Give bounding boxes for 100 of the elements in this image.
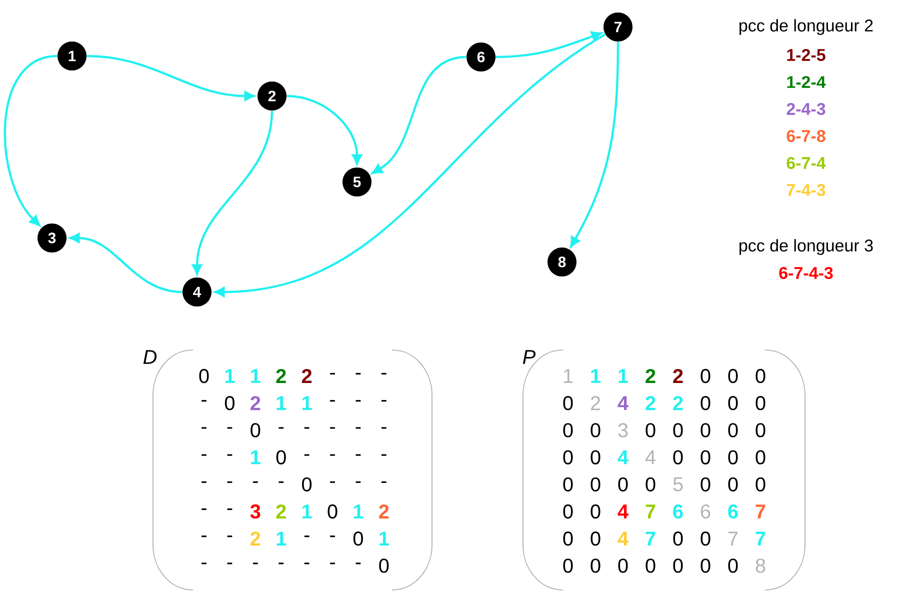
matrix-entry: - bbox=[356, 400, 361, 402]
matrix-entry: 7 bbox=[756, 532, 766, 546]
matrix-entry: - bbox=[202, 481, 206, 483]
matrix-entry: 1 bbox=[251, 369, 260, 383]
matrix-entry: 7 bbox=[728, 532, 738, 546]
matrix-entry: - bbox=[304, 536, 310, 538]
matrix-entry: - bbox=[356, 427, 361, 429]
matrix-entry: - bbox=[227, 427, 232, 429]
matrix-entry: 0 bbox=[700, 532, 710, 546]
matrix-entry: 4 bbox=[645, 450, 656, 464]
matrix-entry: 0 bbox=[756, 477, 766, 492]
matrix-entry: 0 bbox=[618, 477, 628, 492]
matrix-entry: - bbox=[227, 454, 232, 456]
matrix-entry: - bbox=[278, 562, 284, 564]
matrix-entry: 0 bbox=[590, 558, 600, 573]
matrix-entry: - bbox=[304, 427, 310, 429]
matrix-entry: - bbox=[278, 481, 284, 483]
matrix-entry: 1 bbox=[591, 369, 600, 383]
matrix-entry: - bbox=[330, 427, 335, 429]
legend-heading: pcc de longueur 3 bbox=[740, 239, 873, 255]
matrix-entry: 4 bbox=[618, 532, 628, 546]
matrix-entry: 0 bbox=[563, 532, 573, 546]
matrix-entry: 0 bbox=[756, 450, 766, 464]
matrix-entry: 0 bbox=[563, 396, 573, 410]
matrix-entry: 0 bbox=[563, 450, 573, 464]
matrix-entry: 2 bbox=[276, 504, 286, 518]
matrix-entry: 0 bbox=[673, 423, 683, 438]
matrix-entry: 0 bbox=[700, 423, 710, 438]
matrix-entry: 2 bbox=[590, 396, 600, 410]
path-label: 6-7-4 bbox=[786, 156, 826, 170]
matrix-entry: 2 bbox=[646, 396, 656, 410]
matrix-entry: - bbox=[330, 372, 335, 374]
matrix-entry: - bbox=[227, 536, 232, 538]
matrix-entry: - bbox=[202, 427, 206, 429]
matrix-entry: 4 bbox=[618, 396, 628, 410]
matrix-entry: - bbox=[227, 481, 232, 483]
matrix-entry: 7 bbox=[756, 504, 766, 518]
matrix-entry: 0 bbox=[673, 558, 683, 573]
matrix-entry: 7 bbox=[646, 532, 656, 546]
matrix-entry: 0 bbox=[728, 396, 738, 410]
matrix-entry: - bbox=[304, 562, 310, 564]
matrix-entry: 0 bbox=[700, 368, 710, 384]
matrix-entry: - bbox=[330, 481, 335, 483]
matrix-entry: 0 bbox=[590, 532, 600, 546]
arrow bbox=[4, 54, 58, 226]
matrix-entry: 1 bbox=[564, 369, 573, 383]
matrix-entry: 0 bbox=[199, 368, 209, 384]
matrix-entry: 0 bbox=[353, 532, 363, 546]
matrix-entry: 1 bbox=[302, 504, 312, 518]
matrix-entry: 2 bbox=[673, 369, 683, 383]
arrow bbox=[214, 33, 606, 297]
path-label: 1-2-4 bbox=[787, 76, 826, 88]
matrix-entry: 0 bbox=[590, 450, 600, 464]
matrix-entry: 0 bbox=[646, 423, 656, 438]
legend-heading: pcc de longueur 2 bbox=[740, 19, 873, 35]
matrix-entry: 2 bbox=[302, 369, 312, 383]
matrix-entry: - bbox=[356, 372, 361, 374]
matrix-entry: 0 bbox=[618, 558, 628, 573]
matrix-entry: 1 bbox=[251, 450, 260, 464]
matrix-entry: 2 bbox=[379, 504, 389, 518]
matrix-entry: 0 bbox=[224, 396, 234, 410]
matrix-entry: 5 bbox=[673, 477, 683, 492]
matrix-entry: 7 bbox=[646, 504, 656, 518]
matrix-entry: 6 bbox=[700, 504, 710, 519]
matrix-entry: - bbox=[202, 536, 206, 538]
matrix-entry: 0 bbox=[563, 477, 573, 492]
matrix-entry: 0 bbox=[700, 558, 710, 573]
path-label: 6-7-4-3 bbox=[779, 266, 833, 280]
matrix-entry: - bbox=[202, 562, 206, 564]
matrix-entry: - bbox=[304, 454, 310, 456]
matrix-entry: 0 bbox=[590, 477, 600, 492]
matrix-entry: - bbox=[381, 481, 386, 483]
matrix-entry: - bbox=[202, 400, 206, 402]
matrix-entry: - bbox=[356, 562, 361, 564]
arrow bbox=[86, 54, 255, 101]
matrix-entry: - bbox=[330, 454, 335, 456]
matrix-entry: 2 bbox=[250, 396, 260, 410]
matrix-entry: 0 bbox=[590, 504, 600, 519]
matrix-entry: 0 bbox=[673, 532, 683, 546]
matrix-entry: 1 bbox=[618, 369, 628, 383]
matrix-entry: - bbox=[227, 508, 232, 510]
matrix-entry: 3 bbox=[618, 423, 628, 438]
matrix-entry: 0 bbox=[646, 477, 656, 492]
matrix-entry: 1 bbox=[354, 504, 364, 518]
matrix-entry: 2 bbox=[646, 369, 656, 383]
matrix-entry: 2 bbox=[276, 369, 286, 383]
matrix-entry: 0 bbox=[700, 477, 710, 492]
matrix-entry: 0 bbox=[728, 477, 738, 492]
matrix-entry: - bbox=[330, 562, 335, 564]
matrix-entry: - bbox=[278, 427, 284, 429]
matrix-entry: 2 bbox=[673, 396, 683, 410]
path-label: 6-7-8 bbox=[786, 130, 826, 142]
matrix-entry: 0 bbox=[673, 450, 683, 464]
matrix-entry: 6 bbox=[673, 504, 683, 519]
matrix-entry: - bbox=[381, 400, 386, 402]
path-label: 7-4-3 bbox=[786, 184, 826, 196]
matrix-entry: 0 bbox=[563, 504, 573, 519]
matrix-entry: - bbox=[381, 427, 386, 429]
matrix-entry: - bbox=[381, 454, 386, 456]
matrix-entry: - bbox=[252, 481, 258, 483]
